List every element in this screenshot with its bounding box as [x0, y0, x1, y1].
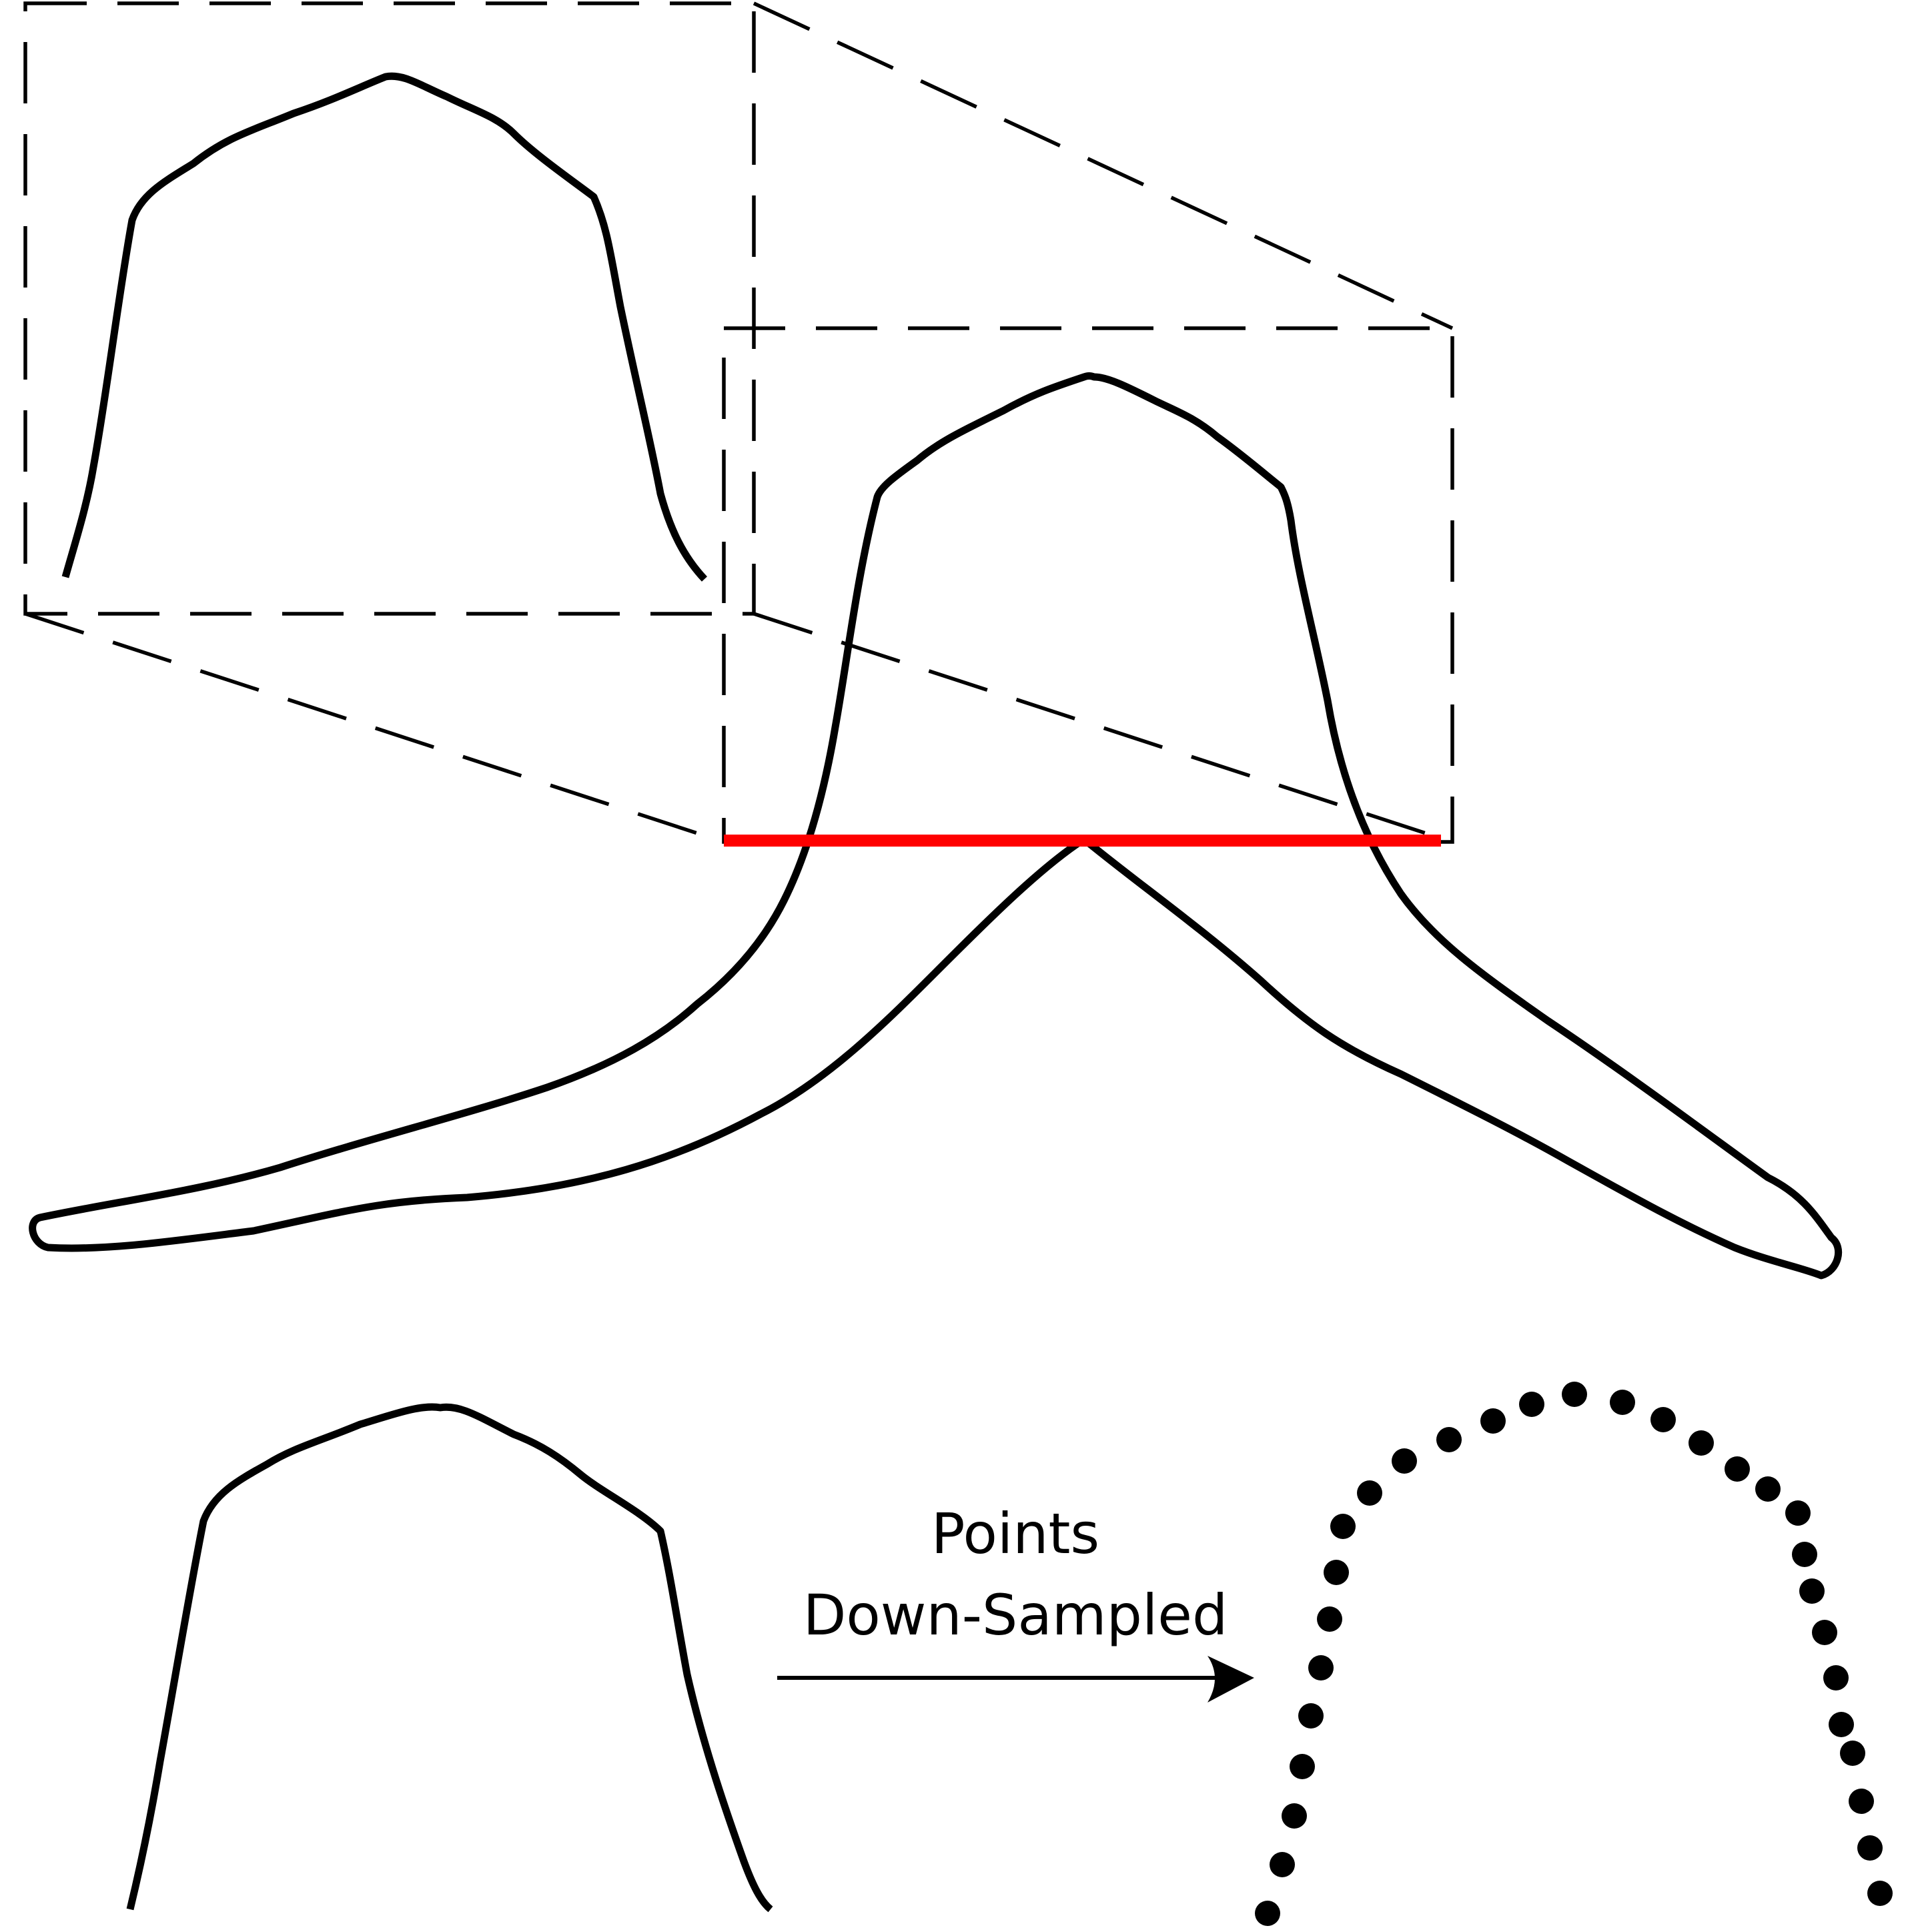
zoom-box-upper: [23, 1, 756, 616]
sample-point: [1823, 1665, 1849, 1690]
sample-point: [1290, 1754, 1315, 1779]
label-points: Points: [931, 1501, 1099, 1566]
arrow-right-icon: [777, 1656, 1254, 1703]
zoomed-cap-outline: [61, 72, 708, 582]
sample-point: [1308, 1655, 1334, 1680]
sample-point: [1392, 1448, 1417, 1474]
sample-point: [1270, 1852, 1295, 1877]
sample-point: [1792, 1542, 1817, 1567]
sample-point: [1480, 1408, 1506, 1434]
label-down-sampled: Down-Sampled: [803, 1582, 1228, 1648]
sample-point: [1562, 1382, 1587, 1407]
full-contour-outline: [29, 372, 1843, 1280]
sample-point: [1357, 1480, 1382, 1506]
sample-point: [1436, 1427, 1462, 1452]
sample-point: [1519, 1392, 1544, 1417]
sample-point: [1829, 1712, 1854, 1737]
sample-point: [1799, 1578, 1825, 1604]
zoom-connector-bottom-right: [753, 612, 1453, 844]
sample-point: [1298, 1703, 1324, 1729]
sample-point: [1282, 1803, 1307, 1829]
cropped-cap-outline: [126, 1403, 773, 1913]
sample-point: [1840, 1741, 1865, 1766]
sample-point: [1755, 1476, 1781, 1502]
sample-point: [1255, 1901, 1280, 1926]
sample-point: [1317, 1606, 1342, 1632]
sample-point: [1849, 1789, 1874, 1814]
sample-point: [1330, 1514, 1356, 1539]
sample-point: [1650, 1407, 1676, 1432]
sample-point: [1785, 1500, 1811, 1526]
sample-point: [1689, 1430, 1714, 1456]
sample-point: [1812, 1620, 1837, 1645]
sample-point: [1324, 1560, 1349, 1585]
zoom-connector-bottom-left: [25, 612, 725, 844]
zoom-connector-top: [753, 1, 1454, 330]
sample-point: [1857, 1835, 1883, 1861]
sample-point: [1867, 1881, 1893, 1906]
sample-point: [1610, 1390, 1635, 1415]
down-sampled-points: [1255, 1382, 1893, 1926]
sample-point: [1725, 1456, 1750, 1482]
